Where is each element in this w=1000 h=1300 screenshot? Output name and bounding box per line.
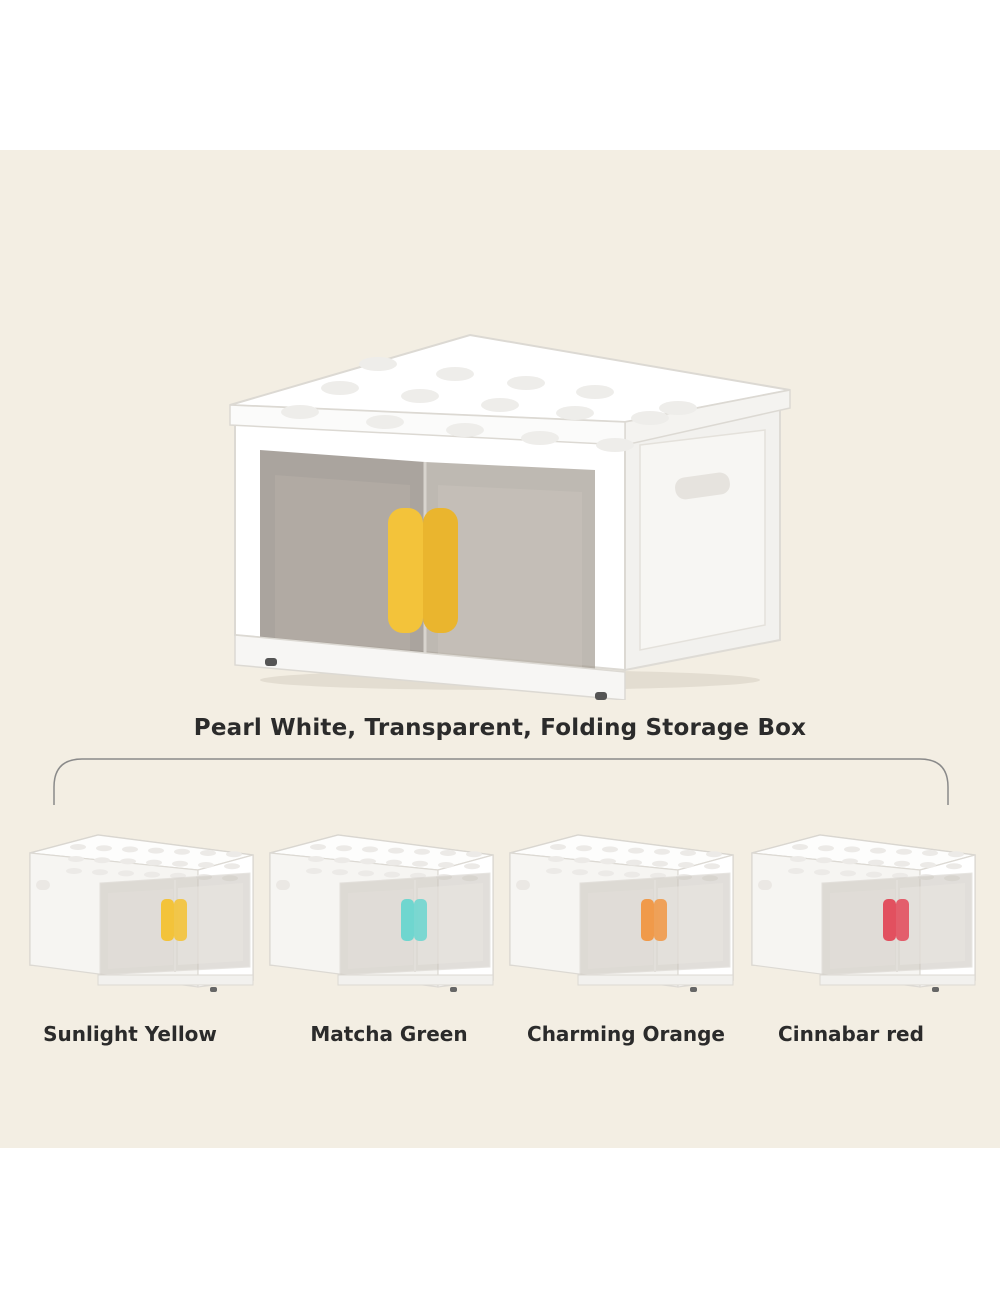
product-panel: Pearl White, Transparent, Folding Storag… (0, 150, 1000, 1148)
handle-right (423, 508, 458, 633)
variant-thumbnail-3 (508, 825, 740, 1001)
storage-box-variant-image (509, 834, 734, 992)
variant-label-green: Matcha Green (310, 1022, 468, 1046)
variant-thumbnail-1 (28, 825, 260, 1001)
storage-box-variant-image (269, 834, 494, 992)
variant-label-red: Cinnabar red (778, 1022, 924, 1046)
variant-label-yellow: Sunlight Yellow (43, 1022, 217, 1046)
variant-thumbnail-4 (750, 825, 982, 1001)
handle-left (388, 508, 423, 633)
storage-box-variant-image (29, 834, 254, 992)
storage-box-hero-image (229, 333, 791, 700)
variant-label-orange: Charming Orange (527, 1022, 725, 1046)
bracket-divider (53, 758, 949, 805)
variant-thumbnail-2 (268, 825, 500, 1001)
product-title: Pearl White, Transparent, Folding Storag… (193, 715, 807, 741)
storage-box-variant-image (751, 834, 976, 992)
